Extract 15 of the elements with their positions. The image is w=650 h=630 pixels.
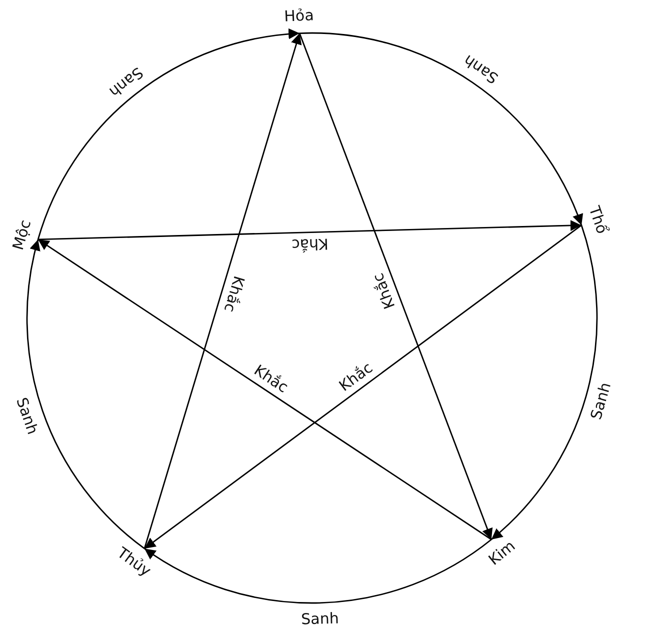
element-label: Kim <box>486 537 518 568</box>
arrow <box>38 238 492 540</box>
curved-arrow <box>490 225 598 540</box>
element-label: Thổ <box>585 204 610 236</box>
curved-arrow <box>26 239 145 550</box>
curved-arrow <box>37 28 300 240</box>
element-label: Hỏa <box>284 7 314 26</box>
curved-arrow <box>300 32 582 226</box>
edge-label: Khắc <box>290 236 330 254</box>
arrow <box>144 33 302 549</box>
element-label: Mộc <box>10 218 34 252</box>
arrow <box>144 224 582 550</box>
arrow <box>38 220 582 240</box>
arrow <box>298 33 493 540</box>
curved-arrow <box>144 538 492 604</box>
